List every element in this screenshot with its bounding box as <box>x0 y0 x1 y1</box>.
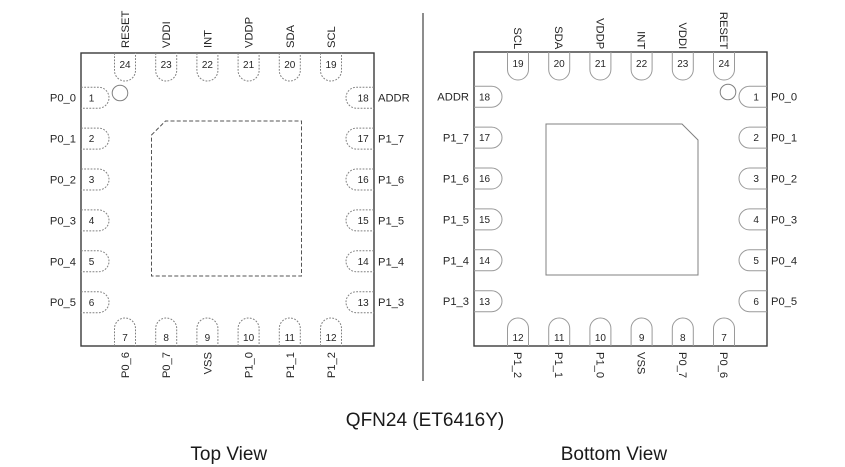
svg-text:13: 13 <box>358 298 370 309</box>
svg-text:23: 23 <box>161 60 173 71</box>
svg-text:5: 5 <box>89 257 95 268</box>
svg-text:P1_7: P1_7 <box>443 133 469 145</box>
svg-text:P1_3: P1_3 <box>378 297 404 309</box>
svg-text:SDA: SDA <box>552 26 564 50</box>
svg-text:17: 17 <box>358 134 370 145</box>
svg-text:P1_5: P1_5 <box>378 215 404 227</box>
svg-text:P0_5: P0_5 <box>50 297 76 309</box>
svg-text:20: 20 <box>284 60 296 71</box>
svg-text:P0_4: P0_4 <box>50 256 76 268</box>
svg-text:21: 21 <box>243 60 255 71</box>
svg-text:19: 19 <box>512 59 524 70</box>
svg-text:VSS: VSS <box>202 352 214 374</box>
svg-text:VSS: VSS <box>635 352 647 374</box>
svg-text:Top View: Top View <box>190 444 267 465</box>
svg-text:VDDI: VDDI <box>676 22 688 49</box>
svg-text:15: 15 <box>358 216 370 227</box>
svg-text:P1_3: P1_3 <box>443 296 469 308</box>
svg-text:14: 14 <box>479 256 491 267</box>
svg-text:P1_5: P1_5 <box>443 214 469 226</box>
svg-text:P1_0: P1_0 <box>244 352 256 378</box>
svg-text:19: 19 <box>325 60 337 71</box>
svg-text:18: 18 <box>479 92 491 103</box>
svg-text:10: 10 <box>595 333 607 344</box>
svg-text:P1_2: P1_2 <box>326 352 338 378</box>
svg-text:P0_5: P0_5 <box>771 296 797 308</box>
svg-text:P0_1: P0_1 <box>771 133 797 145</box>
svg-text:12: 12 <box>512 333 524 344</box>
svg-text:P0_2: P0_2 <box>771 174 797 186</box>
svg-text:Bottom View: Bottom View <box>561 444 668 465</box>
svg-text:9: 9 <box>205 333 211 344</box>
svg-text:24: 24 <box>718 59 730 70</box>
svg-text:7: 7 <box>122 333 128 344</box>
svg-text:13: 13 <box>479 297 491 308</box>
svg-text:1: 1 <box>89 93 95 104</box>
svg-text:P1_6: P1_6 <box>378 175 404 187</box>
svg-text:P0_1: P0_1 <box>50 134 76 146</box>
svg-text:11: 11 <box>554 333 565 344</box>
svg-text:P1_2: P1_2 <box>511 352 523 378</box>
svg-text:P0_3: P0_3 <box>50 215 76 227</box>
svg-text:P1_0: P1_0 <box>593 352 605 378</box>
svg-text:3: 3 <box>753 174 759 185</box>
svg-text:22: 22 <box>636 59 648 70</box>
svg-text:5: 5 <box>753 256 759 267</box>
svg-text:16: 16 <box>358 175 370 186</box>
svg-text:VDDI: VDDI <box>161 21 173 48</box>
svg-text:P1_1: P1_1 <box>285 352 297 378</box>
svg-text:RESET: RESET <box>120 11 132 48</box>
svg-text:18: 18 <box>358 93 370 104</box>
svg-text:17: 17 <box>479 133 491 144</box>
svg-text:RESET: RESET <box>717 12 729 49</box>
svg-text:1: 1 <box>753 92 759 103</box>
svg-text:8: 8 <box>680 333 686 344</box>
svg-text:24: 24 <box>119 60 131 71</box>
svg-text:P0_7: P0_7 <box>161 352 173 378</box>
svg-text:6: 6 <box>753 297 759 308</box>
svg-text:3: 3 <box>89 175 95 186</box>
svg-text:QFN24 (ET6416Y): QFN24 (ET6416Y) <box>346 410 504 431</box>
svg-text:2: 2 <box>753 133 759 144</box>
svg-text:21: 21 <box>595 59 607 70</box>
svg-text:22: 22 <box>202 60 214 71</box>
svg-text:VDDP: VDDP <box>593 18 605 49</box>
svg-text:P0_6: P0_6 <box>717 352 729 378</box>
svg-text:8: 8 <box>163 333 169 344</box>
svg-text:14: 14 <box>358 257 370 268</box>
svg-text:P0_6: P0_6 <box>120 352 132 378</box>
svg-text:INT: INT <box>635 31 647 49</box>
svg-text:12: 12 <box>325 333 337 344</box>
svg-text:INT: INT <box>202 30 214 48</box>
svg-text:16: 16 <box>479 174 491 185</box>
svg-text:SCL: SCL <box>326 26 338 48</box>
svg-text:P0_7: P0_7 <box>676 352 688 378</box>
svg-text:6: 6 <box>89 298 95 309</box>
svg-text:VDDP: VDDP <box>244 17 256 48</box>
svg-text:P0_2: P0_2 <box>50 175 76 187</box>
svg-text:15: 15 <box>479 215 491 226</box>
svg-text:10: 10 <box>243 333 255 344</box>
svg-text:11: 11 <box>285 333 296 344</box>
svg-text:P0_3: P0_3 <box>771 214 797 226</box>
svg-text:4: 4 <box>753 215 759 226</box>
svg-text:9: 9 <box>639 333 645 344</box>
svg-text:SDA: SDA <box>285 24 297 48</box>
svg-text:P1_7: P1_7 <box>378 134 404 146</box>
svg-text:SCL: SCL <box>511 27 523 49</box>
svg-text:4: 4 <box>89 216 95 227</box>
svg-text:P1_4: P1_4 <box>443 255 469 267</box>
svg-text:P1_4: P1_4 <box>378 256 404 268</box>
svg-text:20: 20 <box>554 59 566 70</box>
svg-text:ADDR: ADDR <box>378 93 410 105</box>
svg-text:23: 23 <box>677 59 689 70</box>
svg-text:P0_0: P0_0 <box>50 93 76 105</box>
svg-text:ADDR: ADDR <box>437 92 469 104</box>
svg-text:P1_1: P1_1 <box>552 352 564 378</box>
svg-text:2: 2 <box>89 134 95 145</box>
svg-text:P0_0: P0_0 <box>771 92 797 104</box>
svg-text:7: 7 <box>721 333 727 344</box>
svg-text:P1_6: P1_6 <box>443 174 469 186</box>
svg-text:P0_4: P0_4 <box>771 255 797 267</box>
